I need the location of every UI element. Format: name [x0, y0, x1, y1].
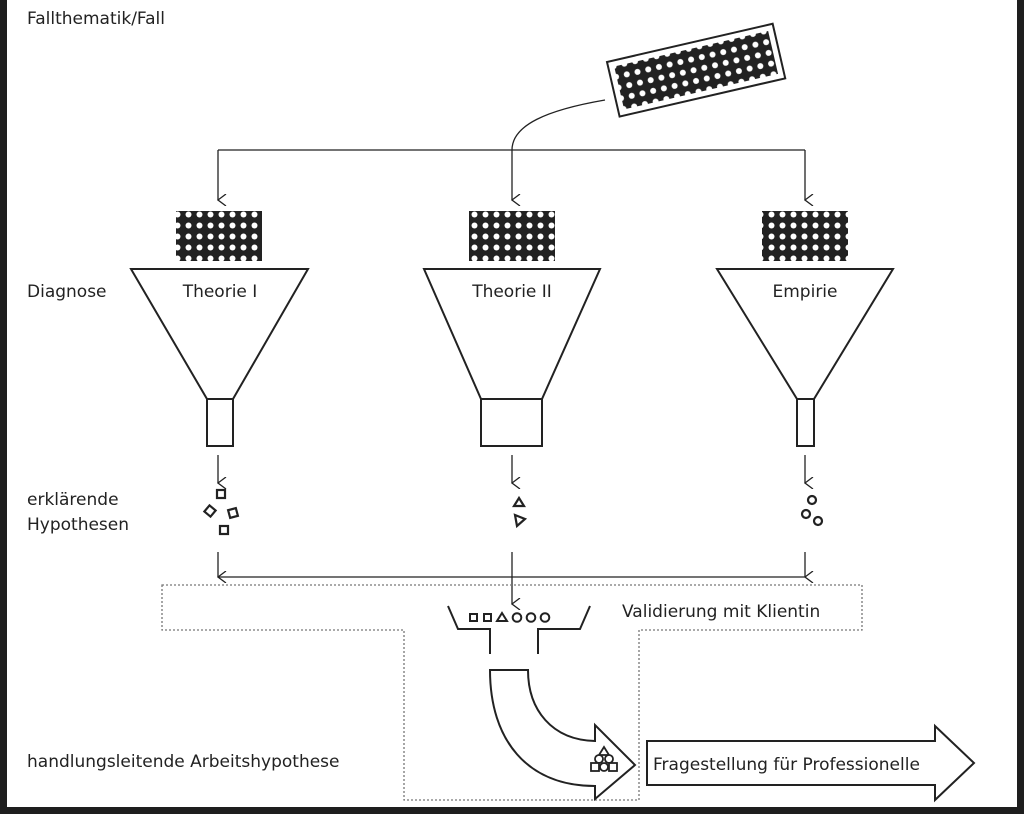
collector-items-icon [469, 611, 551, 623]
row-label-working-hypothesis: handlungsleitende Arbeitshypothese [27, 752, 340, 772]
result-arrow-label: Fragestellung für Professionelle [653, 755, 920, 775]
collector-tray [447, 605, 591, 654]
case-connector [511, 99, 606, 151]
funnel-theorie-1: Theorie I [129, 268, 310, 447]
funnel-label: Empirie [773, 282, 838, 302]
funnel-theorie-2: Theorie II [422, 268, 602, 447]
validation-label: Validierung mit Klientin [622, 602, 820, 622]
funnel-empirie: Empirie [715, 268, 895, 447]
diagram-canvas: Fallthematik/Fall Diagnose Theorie I The… [7, 0, 1017, 807]
row-label-hypotheses-2: Hypothesen [27, 515, 129, 535]
funnel-label: Theorie II [471, 282, 552, 302]
row-label-hypotheses-1: erklärende [27, 490, 119, 510]
working-hypothesis-stack-icon [590, 745, 618, 772]
material-stack-3-icon [762, 211, 848, 261]
row-label-diagnose: Diagnose [27, 282, 107, 302]
case-bundle-icon [605, 22, 787, 118]
curved-arrow [488, 669, 637, 802]
hypotheses-triangles-icon [512, 495, 528, 529]
hypotheses-circles-icon [800, 494, 824, 527]
funnel-label: Theorie I [182, 282, 258, 302]
result-arrow: Fragestellung für Professionelle [646, 723, 976, 803]
hypotheses-squares-icon [202, 488, 240, 536]
flow-diagram: Fallthematik/Fall Diagnose Theorie I The… [27, 9, 976, 803]
diagram-title: Fallthematik/Fall [27, 9, 165, 29]
material-stack-1-icon [176, 211, 262, 261]
validation-region [161, 584, 863, 801]
material-stack-2-icon [469, 211, 555, 261]
